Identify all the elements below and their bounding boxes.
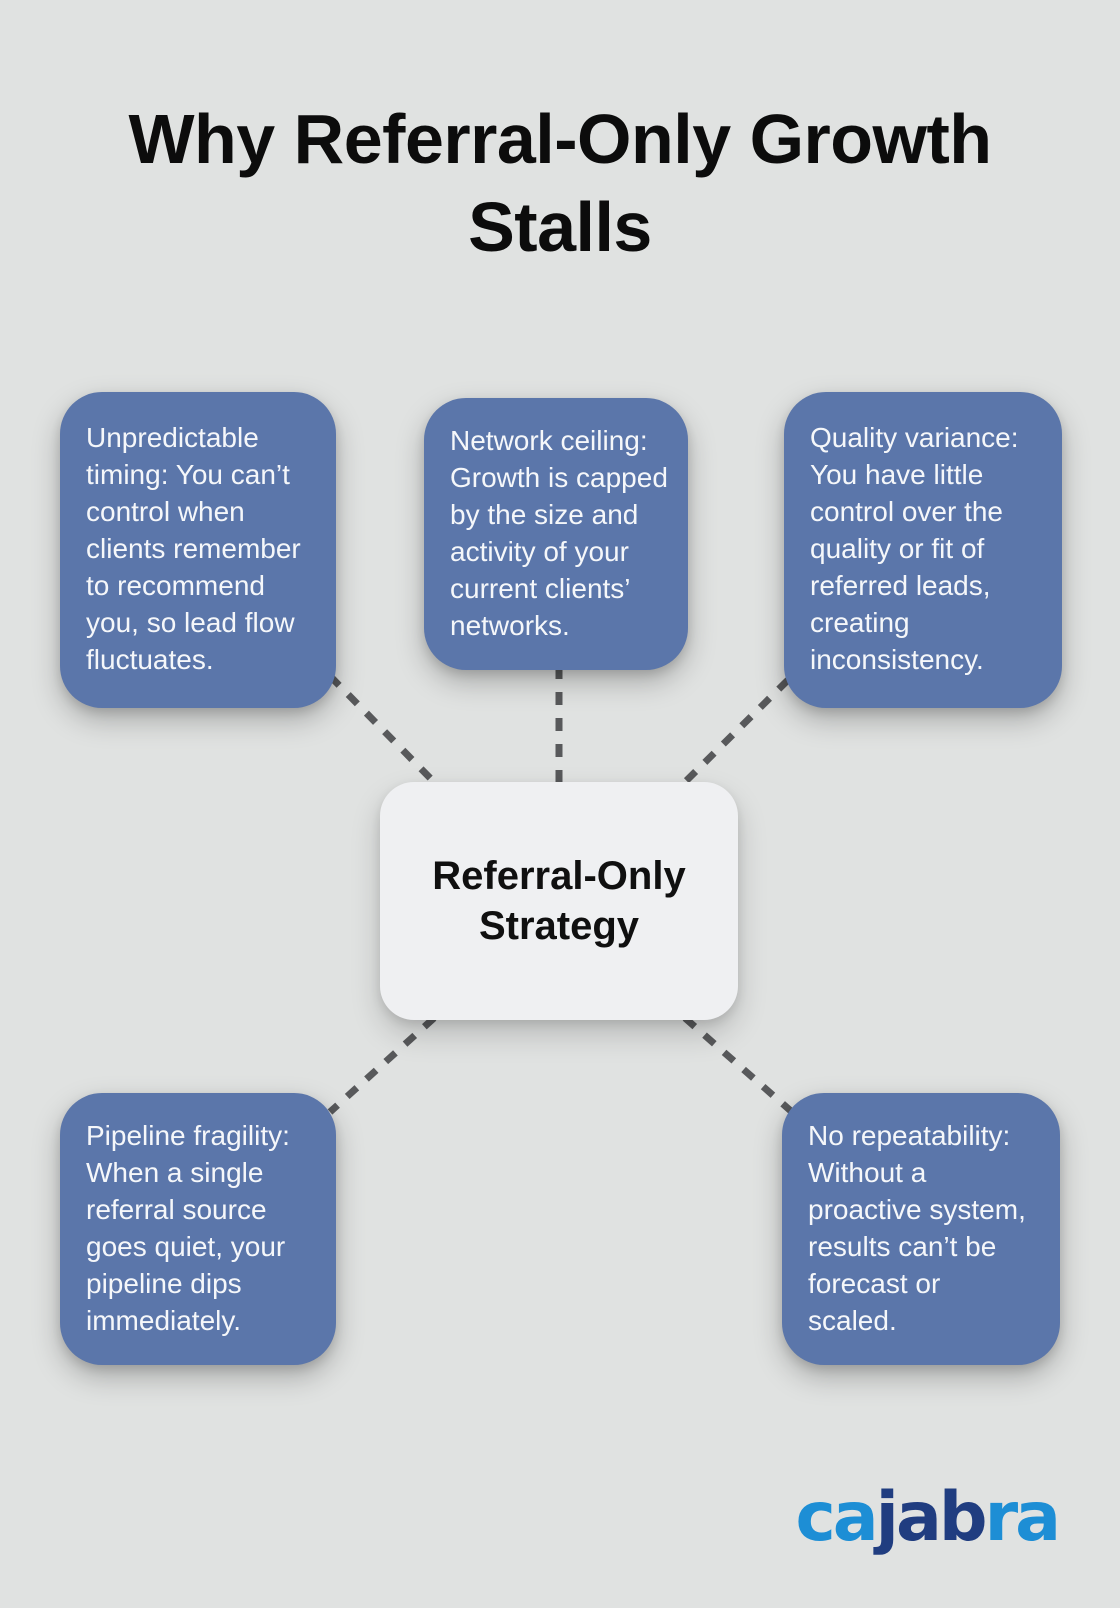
logo-letter: a [1015, 1478, 1061, 1557]
cajabra-logo: cajabra [795, 1478, 1061, 1557]
logo-letter: b [938, 1478, 988, 1557]
central-strategy-card: Referral-Only Strategy [380, 782, 738, 1020]
reason-card-pipeline-fragility: Pipeline fragility: When a single referr… [60, 1093, 336, 1365]
reason-card-unpredictable-timing: Unpredictable timing: You can’t control … [60, 392, 336, 708]
reason-card-text: Unpredictable timing: You can’t control … [86, 422, 301, 675]
central-strategy-label: Referral-Only Strategy [432, 854, 686, 948]
reason-card-text: Quality variance: You have little contro… [810, 422, 1019, 675]
connector-line-top-right [680, 677, 791, 787]
reason-card-network-ceiling: Network ceiling: Growth is capped by the… [424, 398, 688, 670]
logo-letter: a [832, 1478, 879, 1557]
reason-card-quality-variance: Quality variance: You have little contro… [784, 392, 1062, 708]
reason-card-text: No repeatability: Without a proactive sy… [808, 1120, 1026, 1336]
connector-line-top-left [327, 673, 439, 787]
reason-card-no-repeatability: No repeatability: Without a proactive sy… [782, 1093, 1060, 1365]
logo-letter: a [895, 1478, 942, 1557]
connector-line-bottom-right [682, 1015, 795, 1115]
reason-card-text: Pipeline fragility: When a single referr… [86, 1120, 290, 1336]
logo-letter: c [795, 1478, 835, 1557]
reason-card-text: Network ceiling: Growth is capped by the… [450, 425, 668, 641]
logo-letter: j [875, 1478, 899, 1557]
connector-line-bottom-left [327, 1015, 437, 1115]
logo-letter: r [984, 1478, 1019, 1557]
page-title: Why Referral-Only Growth Stalls [128, 100, 992, 266]
